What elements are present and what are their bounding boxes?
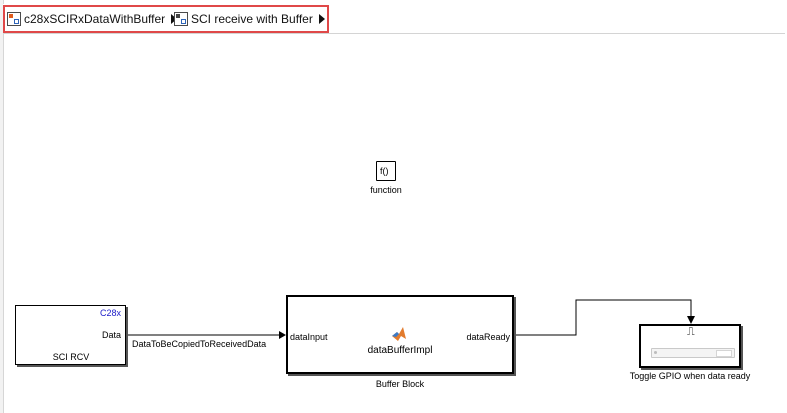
toggle-gpio-block[interactable]: ⎍ [639,324,741,368]
sci-rcv-block[interactable]: C28x Data SCI RCV [15,305,126,365]
arrowhead-icon [687,316,695,324]
pulse-icon: ⎍ [687,326,695,338]
window-left-edge [0,0,4,413]
slider-end-icon [716,350,732,357]
subsystem-icon [174,12,188,26]
breadcrumb-item-model[interactable]: c28xSCIRxDataWithBuffer [7,10,178,28]
signal-line-ready [514,299,692,336]
toggle-slider-track [651,348,735,358]
c28x-badge: C28x [99,308,121,318]
breadcrumb-item-label: c28xSCIRxDataWithBuffer [24,12,166,26]
buffer-function-name: dataBufferImpl [367,345,433,356]
model-icon [7,12,21,26]
model-canvas[interactable]: f() function C28x Data SCI RCV DataToBeC… [4,34,787,413]
function-block[interactable]: f() [376,161,396,181]
sci-rcv-port-data: Data [101,330,121,340]
buffer-block[interactable]: dataInput dataReady dataBufferImpl [286,295,514,374]
signal-lines [126,299,695,339]
arrowhead-icon [279,331,286,339]
signal-label[interactable]: DataToBeCopiedToReceivedData [132,339,267,349]
chevron-right-icon[interactable] [318,14,325,24]
breadcrumb-item-subsystem[interactable]: SCI receive with Buffer [174,10,325,28]
slider-thumb-icon [654,351,657,354]
function-caption: function [370,185,402,195]
buffer-port-output: dataReady [466,332,510,342]
breadcrumb-highlight [3,5,329,33]
buffer-block-name: Buffer Block [375,379,425,389]
toggle-gpio-name: Toggle GPIO when data ready [629,371,751,381]
sci-rcv-name: SCI RCV [52,352,90,362]
buffer-port-input: dataInput [290,332,328,342]
breadcrumb-item-label: SCI receive with Buffer [191,12,313,26]
breadcrumb: c28xSCIRxDataWithBuffer SCI receive with… [3,4,785,34]
function-glyph: f() [380,166,389,176]
matlab-function-icon [392,327,406,341]
